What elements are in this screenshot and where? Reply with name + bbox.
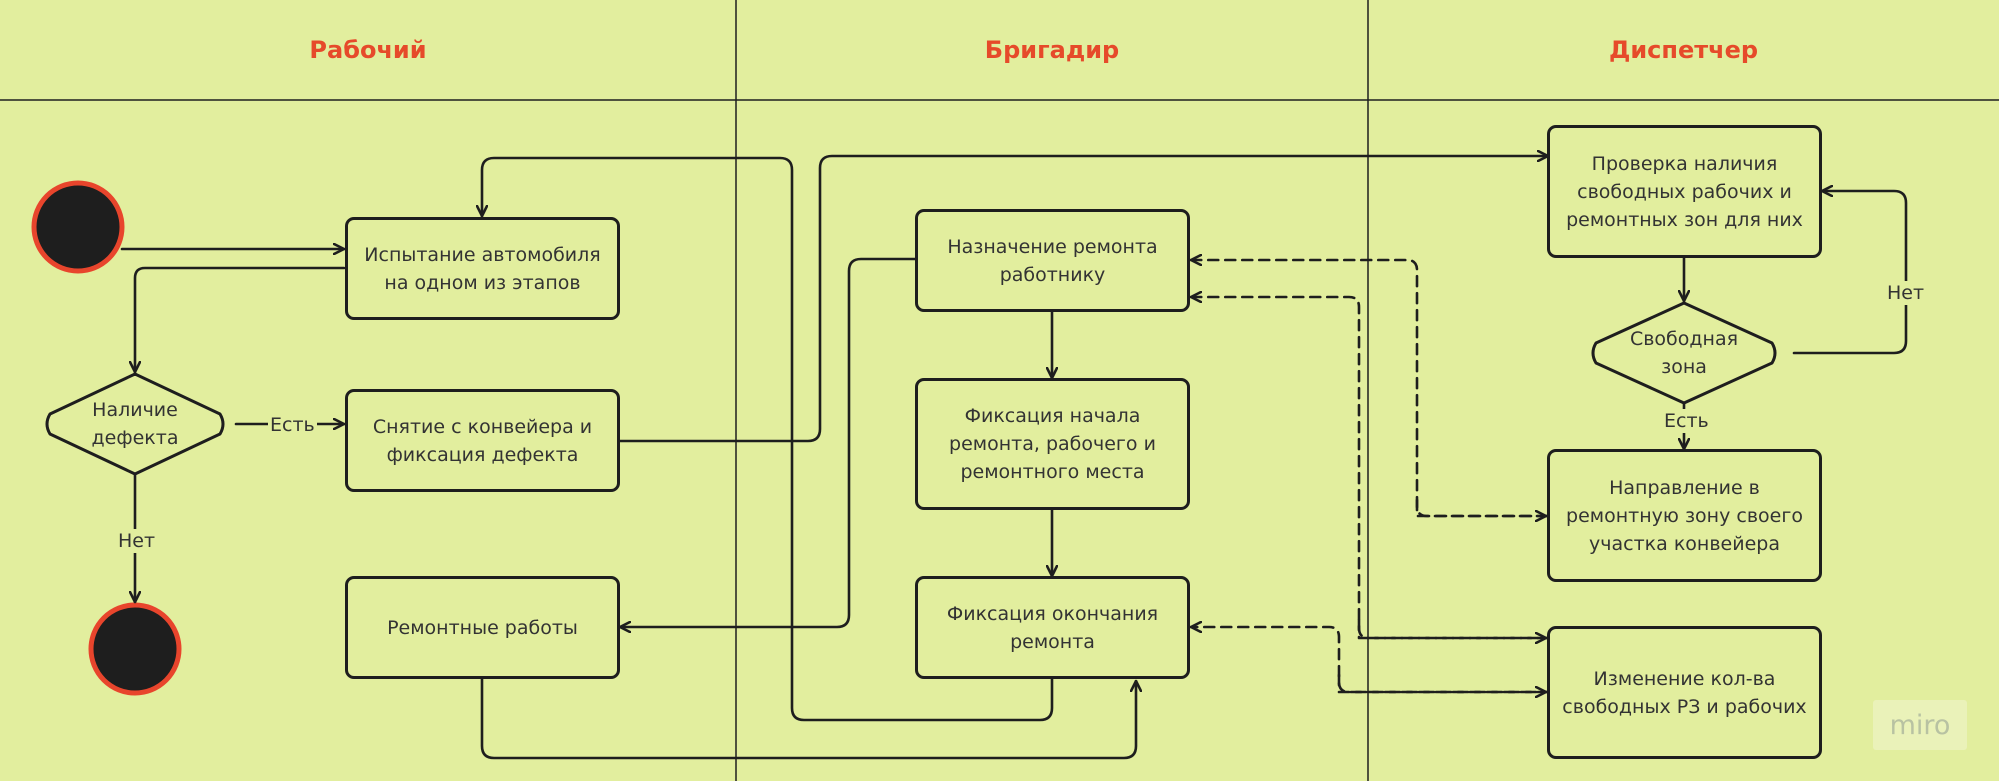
node-assign-repair[interactable]: Назначение ремонта работнику — [915, 209, 1190, 312]
lane-title-foreman: Бригадир — [984, 36, 1120, 64]
node-test-car[interactable]: Испытание автомобиля на одном из этапов — [345, 217, 620, 320]
edge-dashed-assign-to-send — [1415, 498, 1548, 516]
edge-repair-to-end — [480, 677, 1136, 760]
decision-defect-label[interactable]: Наличие дефекта — [91, 399, 179, 449]
start-node-icon — [31, 180, 125, 274]
node-check-free[interactable]: Проверка наличия свободных рабочих и рем… — [1547, 125, 1822, 258]
miro-watermark: miro — [1873, 700, 1967, 750]
edge-assign-to-repair — [618, 257, 917, 627]
edge-test-to-decision — [135, 266, 346, 374]
edge-label-defect-no: Нет — [116, 529, 158, 553]
node-repair-work[interactable]: Ремонтные работы — [345, 576, 620, 679]
end-node-icon — [88, 602, 182, 696]
edge-dashed-end-to-change — [1337, 673, 1548, 692]
edge-zone-no — [1792, 191, 1908, 355]
lane-title-dispatcher: Диспетчер — [1608, 36, 1759, 64]
edge-dashed-change-to-assign — [1189, 297, 1550, 640]
node-send-zone[interactable]: Направление в ремонтную зону своего учас… — [1547, 449, 1822, 582]
edge-label-zone-yes: Есть — [1662, 409, 1711, 433]
edge-label-defect-yes: Есть — [268, 413, 317, 437]
edge-label-zone-no: Нет — [1885, 281, 1927, 305]
node-remove-conveyor[interactable]: Снятие с конвейера и фиксация дефекта — [345, 389, 620, 492]
node-fix-end[interactable]: Фиксация окончания ремонта — [915, 576, 1190, 679]
edge-remove-to-check — [617, 156, 1550, 443]
lane-title-worker: Рабочий — [309, 36, 427, 64]
edge-dashed-assign-to-change — [1357, 618, 1548, 638]
node-change-count[interactable]: Изменение кол-ва свободных РЗ и рабочих — [1547, 626, 1822, 759]
node-fix-start[interactable]: Фиксация начала ремонта, рабочего и ремо… — [915, 378, 1190, 510]
decision-free-zone-label[interactable]: Свободная зона — [1629, 328, 1739, 378]
edge-dashed-send-to-assign — [1189, 260, 1550, 518]
edge-end-to-test — [482, 156, 1054, 722]
